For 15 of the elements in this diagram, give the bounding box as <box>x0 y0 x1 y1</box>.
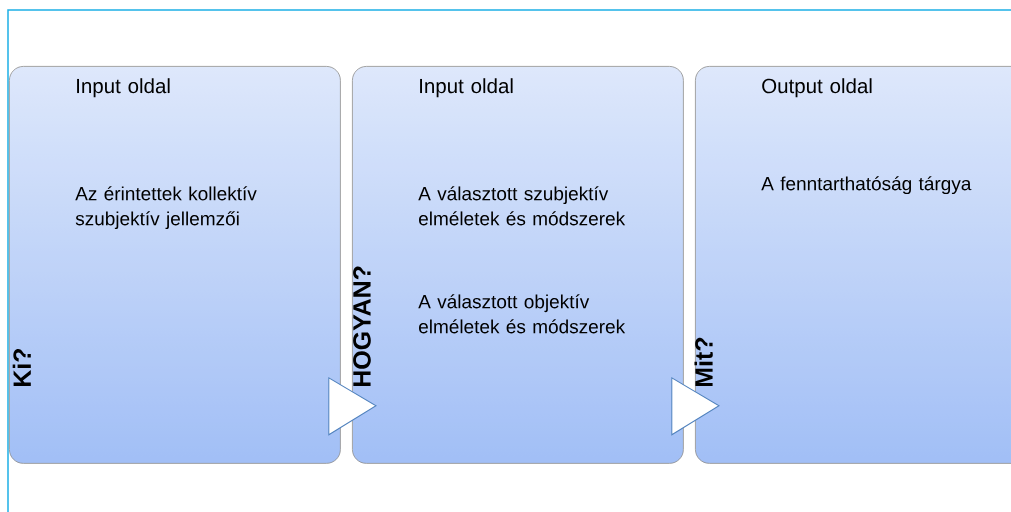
process-box <box>9 66 341 464</box>
chevron-arrow <box>328 377 377 436</box>
vertical-label: Ki? <box>12 348 31 387</box>
box-text: A választott szubjektív elméletek és módszerek <box>418 186 626 226</box>
process-box <box>352 66 684 464</box>
box-text: A választott objektív elméletek és módszerek <box>418 294 626 334</box>
chevron-arrow <box>671 377 720 436</box>
box-text: Az érintettek kollektív szubjektív jellemzői <box>75 186 257 230</box>
box-heading: Input oldal <box>420 78 513 98</box>
box-heading: Output oldal <box>762 78 872 98</box>
box-heading: Input oldal <box>77 78 170 98</box>
process-box <box>694 66 1011 464</box>
box-text: A fenntarthatóság tárgya <box>761 176 972 195</box>
vertical-label: HOGYAN? <box>353 266 371 387</box>
vertical-label: Mit? <box>694 337 713 387</box>
